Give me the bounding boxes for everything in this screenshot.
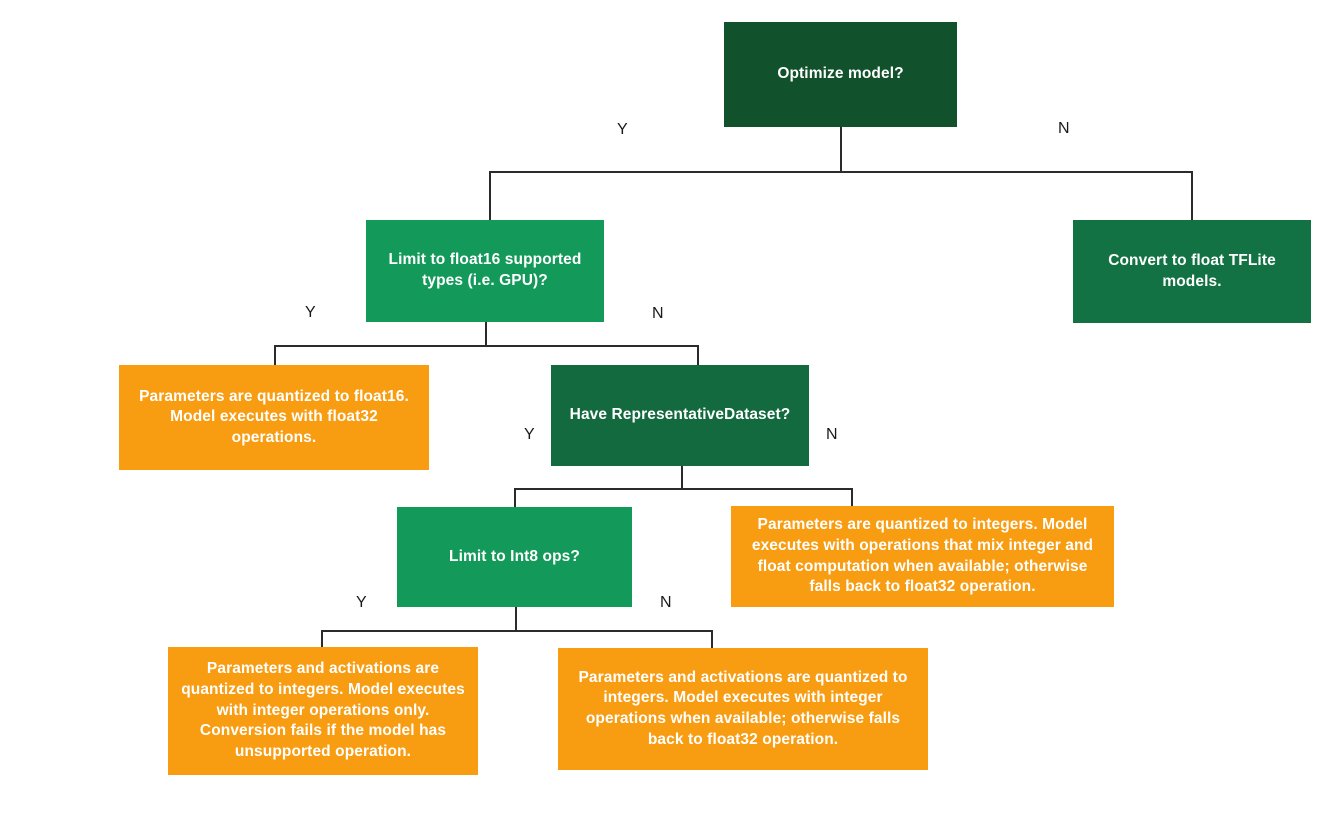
connector-c1-stem: [840, 127, 842, 172]
node-label-convert-float-tflite: Convert to float TFLite models.: [1108, 251, 1276, 290]
edge-label-l2-no: N: [652, 305, 664, 322]
edge-label-l4-yes: Y: [356, 594, 367, 611]
node-have-representative-dataset[interactable]: Have RepresentativeDataset?: [551, 365, 809, 466]
edge-label-l2-yes: Y: [305, 304, 316, 321]
node-limit-int8-ops[interactable]: Limit to Int8 ops?: [397, 507, 632, 607]
connector-c4-stem: [515, 607, 517, 631]
edge-label-l1-yes: Y: [617, 121, 628, 138]
node-label-mixed-integer-float: Parameters are quantized to integers. Mo…: [751, 516, 1094, 596]
edge-label-l1-no: N: [1058, 120, 1070, 137]
edge-label-l3-no: N: [826, 426, 838, 443]
connector-c2-left: [274, 345, 276, 366]
connector-c3-stem: [681, 466, 683, 489]
connector-c4-right: [711, 630, 713, 649]
node-label-limit-float16: Limit to float16 supported types (i.e. G…: [388, 251, 582, 289]
edge-label-l4-no: N: [660, 594, 672, 611]
connector-c3-right: [851, 488, 853, 508]
node-optimize-model[interactable]: Optimize model?: [724, 22, 957, 127]
connector-c1-right: [1191, 171, 1193, 221]
connector-c2-stem: [485, 322, 487, 346]
connector-c3-left: [514, 488, 516, 508]
node-mixed-integer-float[interactable]: Parameters are quantized to integers. Mo…: [731, 506, 1114, 607]
node-label-integer-with-fallback: Parameters and activations are quantized…: [578, 668, 908, 748]
node-integer-with-fallback[interactable]: Parameters and activations are quantized…: [558, 648, 928, 770]
connector-c1-left: [489, 171, 491, 221]
node-label-float16-params: Parameters are quantized to float16. Mod…: [139, 387, 409, 446]
node-label-limit-int8-ops: Limit to Int8 ops?: [449, 547, 580, 565]
node-label-optimize-model: Optimize model?: [777, 65, 904, 83]
edge-label-l3-yes: Y: [524, 426, 535, 443]
connector-c4-left: [321, 630, 323, 649]
node-label-have-representative-dataset: Have RepresentativeDataset?: [569, 406, 791, 424]
connector-c4-bus: [321, 630, 712, 632]
connector-c3-bus: [514, 488, 852, 490]
node-limit-float16[interactable]: Limit to float16 supported types (i.e. G…: [366, 220, 604, 322]
node-integer-only[interactable]: Parameters and activations are quantized…: [168, 647, 478, 775]
node-label-integer-only: Parameters and activations are quantized…: [181, 660, 465, 760]
connector-c2-bus: [274, 345, 698, 347]
connector-c2-right: [697, 345, 699, 366]
node-convert-float-tflite[interactable]: Convert to float TFLite models.: [1073, 220, 1311, 323]
connector-c1-bus: [489, 171, 1192, 173]
node-float16-params[interactable]: Parameters are quantized to float16. Mod…: [119, 365, 429, 470]
